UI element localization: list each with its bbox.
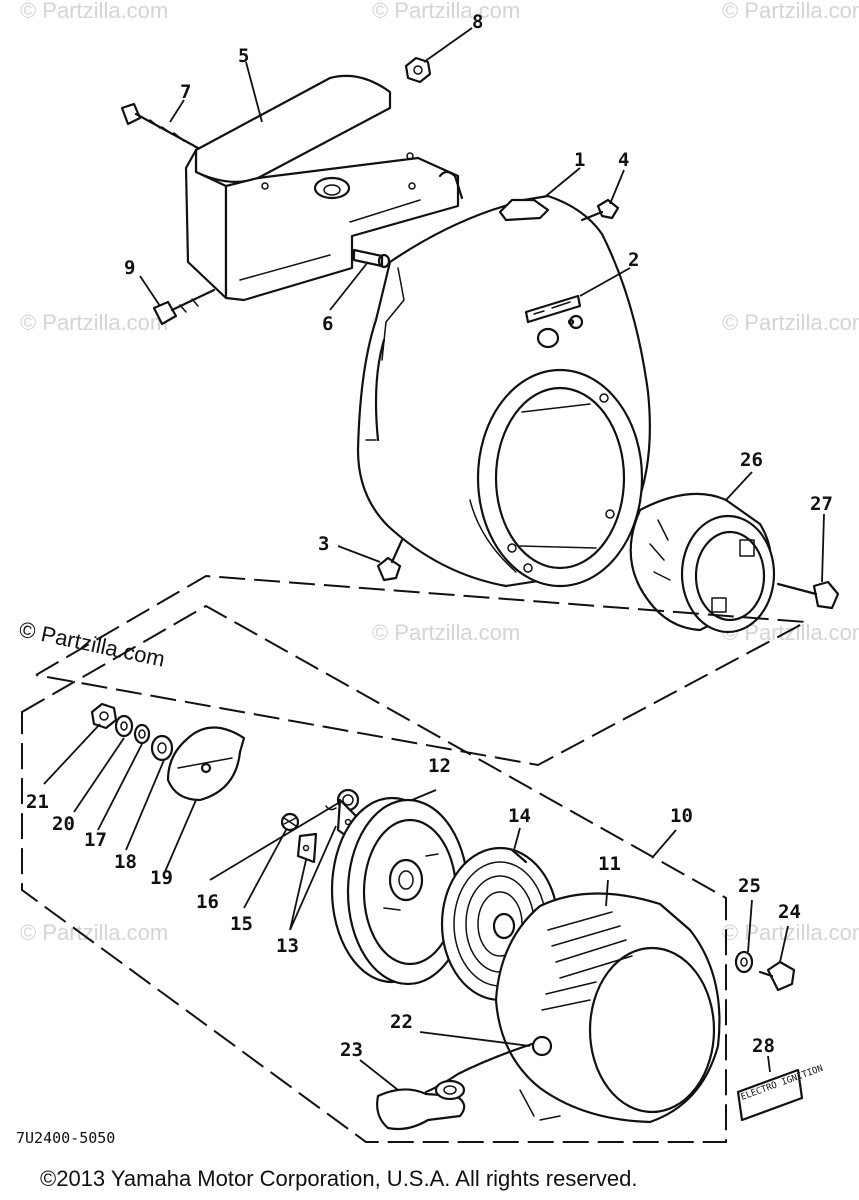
decal-28: ELECTRO IGNITION (736, 1064, 825, 1122)
watermark: © Partzilla.com (20, 0, 168, 23)
bolt-3 (376, 538, 404, 582)
callout-19: 19 (150, 867, 173, 889)
callout-26: 26 (740, 449, 763, 471)
callout-27: 27 (810, 493, 833, 515)
rope-22 (424, 1042, 534, 1094)
washer-17 (133, 723, 151, 745)
callout-6: 6 (322, 313, 333, 335)
washer-20 (114, 714, 134, 738)
callout-10: 10 (670, 805, 693, 827)
spring-15 (280, 812, 300, 832)
callout-25: 25 (738, 875, 761, 897)
collar-6 (352, 248, 391, 269)
callout-8: 8 (472, 11, 483, 33)
callout-20: 20 (52, 813, 75, 835)
leader-lines (43, 27, 825, 1091)
watermark: © Partzilla.com (20, 920, 168, 945)
callouts: 1 2 3 4 5 6 7 8 9 10 11 12 13 14 15 16 1… (26, 11, 833, 1061)
starter-pulley (629, 492, 776, 634)
recoil-starter-group-outline (21, 574, 810, 1143)
bolt-24 (758, 960, 796, 992)
callout-12: 12 (428, 755, 451, 777)
bolt-9 (152, 288, 216, 326)
callout-21: 21 (26, 791, 49, 813)
callout-4: 4 (618, 149, 629, 171)
watermark: © Partzilla.com (722, 310, 859, 335)
bolt-27 (776, 580, 840, 610)
callout-3: 3 (318, 533, 329, 555)
handle-23 (376, 1079, 466, 1131)
fan-housing (356, 194, 651, 588)
washer-25 (734, 950, 754, 974)
starter-case-11 (494, 892, 721, 1124)
air-shroud-bracket (184, 74, 464, 302)
callout-28: 28 (752, 1035, 775, 1057)
nut-21 (90, 702, 118, 730)
callout-1: 1 (574, 149, 585, 171)
friction-plate-19 (166, 726, 246, 802)
callout-22: 22 (390, 1011, 413, 1033)
watermark: © Partzilla.com (372, 620, 520, 645)
bolt-7 (120, 102, 200, 150)
watermark: © Partzilla.com (372, 0, 520, 23)
callout-17: 17 (84, 829, 107, 851)
callout-2: 2 (628, 249, 639, 271)
callout-16: 16 (196, 891, 219, 913)
watermark: © Partzilla.com (20, 310, 168, 335)
watermark: © Partzilla.com (722, 920, 859, 945)
callout-14: 14 (508, 805, 531, 827)
bolt-4 (580, 198, 620, 222)
watermark-dark: © Partzilla.com (17, 616, 167, 671)
diagram-code: 7U2400-5050 (16, 1129, 115, 1147)
callout-13: 13 (276, 935, 299, 957)
callout-18: 18 (114, 851, 137, 873)
callout-11: 11 (598, 853, 621, 875)
washer-18 (150, 734, 174, 762)
reel-12 (330, 796, 470, 986)
callout-24: 24 (778, 901, 801, 923)
watermark: © Partzilla.com (722, 0, 859, 23)
nut-8 (404, 56, 432, 84)
callout-15: 15 (230, 913, 253, 935)
copyright-notice: ©2013 Yamaha Motor Corporation, U.S.A. A… (40, 1166, 637, 1191)
callout-9: 9 (124, 257, 135, 279)
callout-23: 23 (340, 1039, 363, 1061)
callout-5: 5 (238, 45, 249, 67)
pawl-13 (296, 798, 360, 864)
callout-7: 7 (180, 81, 191, 103)
